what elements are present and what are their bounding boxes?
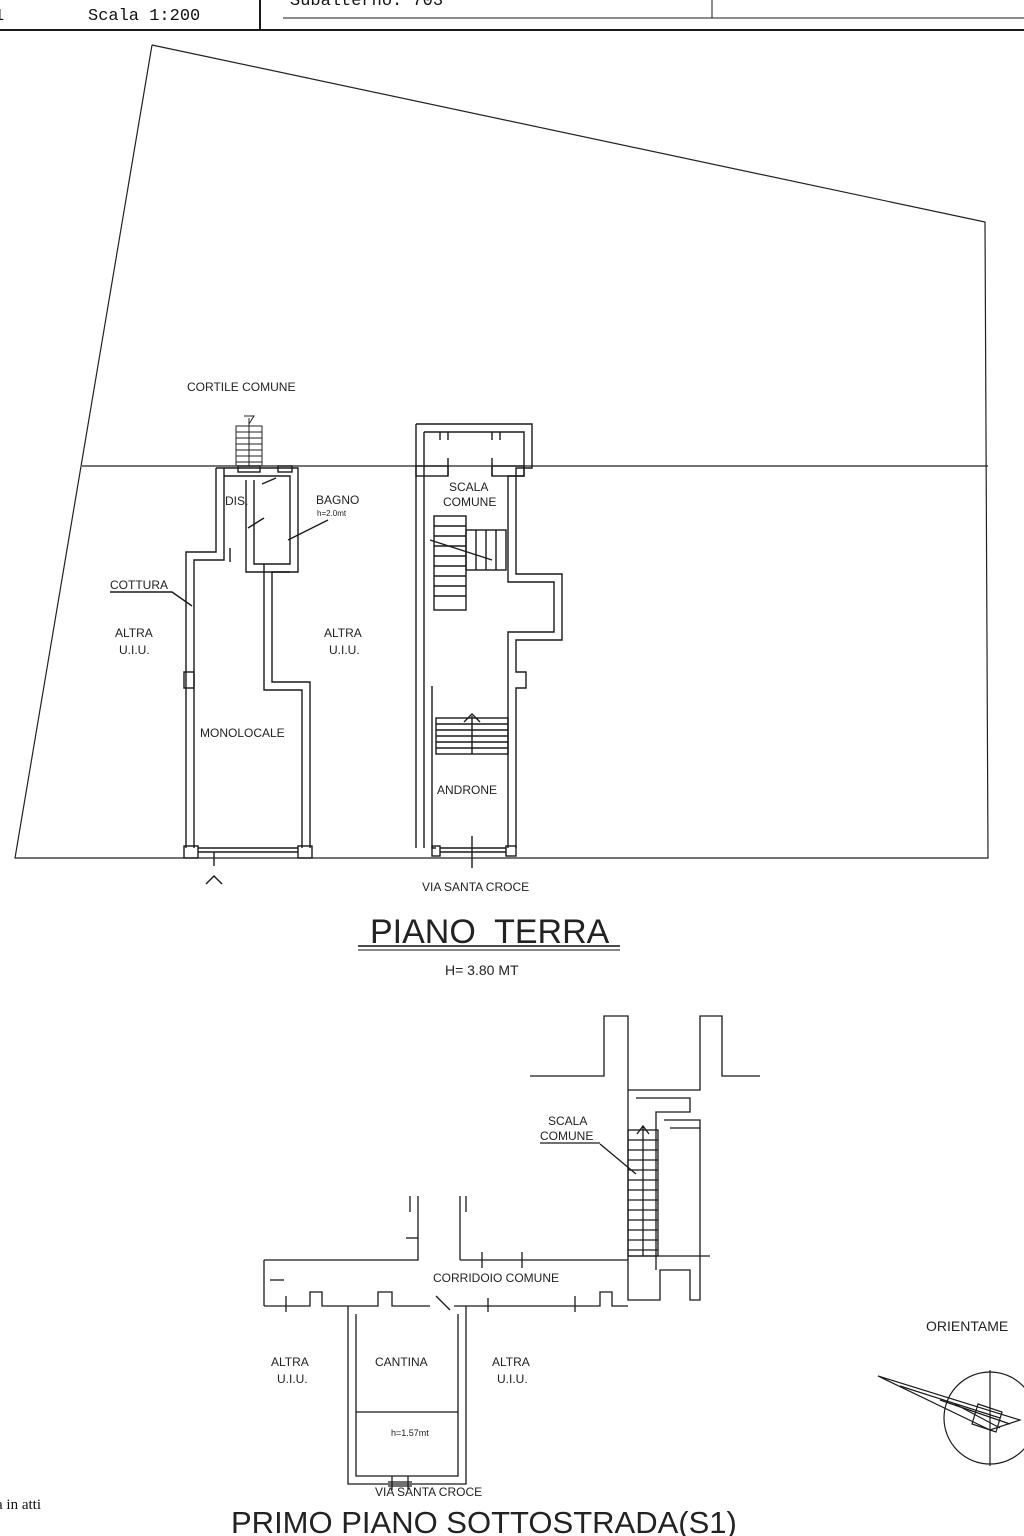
ground-floor-title: PIANO TERRA bbox=[370, 913, 610, 951]
lot-boundary bbox=[14, 44, 989, 859]
corridor-label: CORRIDOIO COMUNE bbox=[433, 1271, 559, 1285]
header-center-fragment: Subalterno: 703 bbox=[290, 0, 443, 11]
other-unit-mid-line2: U.I.U. bbox=[329, 643, 360, 657]
courtyard-stair bbox=[235, 415, 263, 467]
dis-label: DIS. bbox=[225, 494, 248, 508]
studio-label: MONOLOCALE bbox=[200, 726, 285, 740]
bathroom-height-label: h=2.0mt bbox=[317, 509, 347, 518]
scale-label: Scala 1:200 bbox=[88, 7, 200, 26]
courtyard-label: CORTILE COMUNE bbox=[187, 380, 295, 394]
common-stair-line2: COMUNE bbox=[443, 495, 496, 509]
header-left-fragment: 1 bbox=[0, 7, 4, 26]
other-unit-mid-line1: ALTRA bbox=[324, 626, 362, 640]
common-stair-line1: SCALA bbox=[449, 480, 488, 494]
cellar-label: CANTINA bbox=[375, 1355, 428, 1369]
atrium-label: ANDRONE bbox=[437, 783, 497, 797]
ground-floor-height: H= 3.80 MT bbox=[445, 962, 519, 978]
common-stair-walls bbox=[415, 423, 563, 868]
cellar-height-label: h=1.57mt bbox=[391, 1428, 429, 1438]
footer-fragment: a in atti bbox=[0, 1497, 41, 1513]
kitchen-label: COTTURA bbox=[110, 578, 168, 592]
basement-title: PRIMO PIANO SOTTOSTRADA(S1) bbox=[231, 1505, 737, 1536]
street-label-basement: VIA SANTA CROCE bbox=[375, 1485, 482, 1499]
orientation-label: ORIENTAME bbox=[926, 1318, 1008, 1334]
other-unit-left-line2: U.I.U. bbox=[119, 643, 150, 657]
basement-stair-line2: COMUNE bbox=[540, 1129, 593, 1143]
basement-other-unit-left-line2: U.I.U. bbox=[277, 1372, 308, 1386]
other-unit-left-line1: ALTRA bbox=[115, 626, 153, 640]
bathroom-label: BAGNO bbox=[316, 493, 359, 507]
street-label-ground: VIA SANTA CROCE bbox=[422, 880, 529, 894]
basement-other-unit-right-line2: U.I.U. bbox=[497, 1372, 528, 1386]
north-arrow-icon bbox=[877, 1370, 1024, 1466]
title-block bbox=[0, 0, 1024, 31]
monolocale-walls bbox=[110, 465, 329, 885]
basement-other-unit-right-line1: ALTRA bbox=[492, 1355, 530, 1369]
basement-stair-line1: SCALA bbox=[548, 1114, 587, 1128]
basement-walls bbox=[263, 1015, 760, 1490]
basement-other-unit-left-line1: ALTRA bbox=[271, 1355, 309, 1369]
